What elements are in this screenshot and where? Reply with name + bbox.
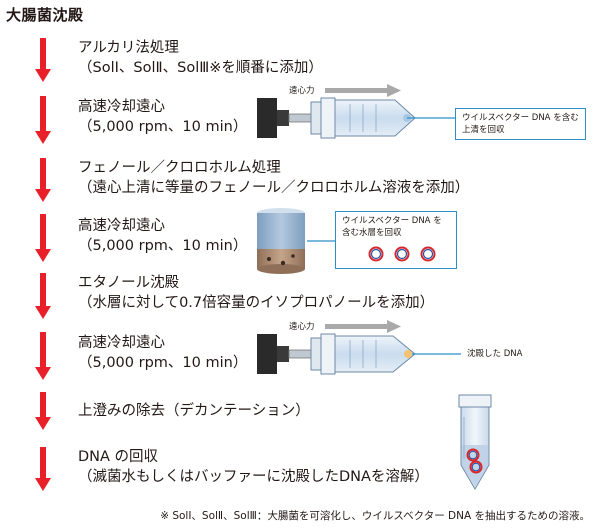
step-dna-recovery-detail: （滅菌水もしくはバッファーに沈殿したDNAを溶解）	[78, 469, 429, 485]
step-phenol: フェノール／クロロホルム処理 （遠心上清に等量のフェノール／クロロホルム溶液を添…	[78, 158, 469, 198]
centrifuge-pellet-icon	[257, 320, 461, 375]
step-phenol-title: フェノール／クロロホルム処理	[78, 160, 281, 176]
step-dna-recovery: DNA の回収 （滅菌水もしくはバッファーに沈殿したDNAを溶解）	[78, 447, 429, 487]
centrifuge-tube-icon	[257, 84, 455, 139]
step-centrifuge-1-detail: （5,000 rpm、10 min）	[78, 119, 248, 135]
centrifuge-illustration-2: 遠心力 沈殿した DNA	[255, 318, 585, 388]
callout-supernatant-line1: ウイルスベクター DNA を含む	[462, 113, 579, 123]
centrifuge-illustration-1: 遠心力 ウイルスベクター DNA を含む 上清を回収	[255, 82, 595, 152]
step-ethanol: エタノール沈殿 （水層に対して0.7倍容量のイソプロパノールを添加）	[78, 273, 434, 313]
flow-arrow-7	[35, 392, 51, 430]
force-label-2: 遠心力	[289, 322, 315, 332]
step-alkaline: アルカリ法処理 （SolⅠ、SolⅡ、SolⅢ※を順番に添加）	[78, 38, 323, 78]
callout-aqueous: ウイルスベクター DNA を 含む水層を回収	[335, 211, 457, 269]
step-alkaline-detail: （SolⅠ、SolⅡ、SolⅢ※を順番に添加）	[78, 60, 323, 76]
step-alkaline-title: アルカリ法処理	[78, 40, 179, 56]
flow-arrow-8	[35, 447, 51, 491]
callout-aqueous-line2: 含む水層を回収	[342, 228, 402, 238]
step-centrifuge-1: 高速冷却遠心 （5,000 rpm、10 min）	[78, 97, 247, 137]
callout-supernatant: ウイルスベクター DNA を含む 上清を回収	[455, 108, 586, 140]
step-decant-title: 上澄みの除去（デカンテーション）	[78, 403, 310, 419]
step-decant: 上澄みの除去（デカンテーション）	[78, 401, 310, 421]
step-centrifuge-2-detail: （5,000 rpm、10 min）	[78, 238, 248, 254]
step-centrifuge-3: 高速冷却遠心 （5,000 rpm、10 min）	[78, 333, 247, 373]
dna-tube-illustration	[455, 393, 495, 493]
callout-aqueous-line1: ウイルスベクター DNA を	[342, 216, 442, 226]
callout-supernatant-line2: 上清を回収	[462, 125, 505, 135]
step-phenol-detail: （遠心上清に等量のフェノール／クロロホルム溶液を添加）	[78, 180, 470, 196]
dna-tube-icon	[458, 394, 492, 490]
flow-arrow-4	[35, 214, 51, 262]
step-centrifuge-3-detail: （5,000 rpm、10 min）	[78, 355, 248, 371]
step-ethanol-title: エタノール沈殿	[78, 275, 180, 291]
footnote: ※ SolⅠ、SolⅡ、SolⅢ：大腸菌を可溶化し、ウイルスベクター DNA を…	[160, 510, 590, 522]
phase-tube-icon	[257, 208, 355, 274]
flow-arrow-1	[35, 38, 51, 82]
flow-arrow-3	[35, 158, 51, 202]
step-dna-recovery-title: DNA の回収	[78, 449, 159, 465]
flow-arrow-5	[35, 273, 51, 319]
flow-arrow-2	[35, 96, 51, 144]
step-centrifuge-2-title: 高速冷却遠心	[78, 218, 165, 234]
force-label-1: 遠心力	[289, 86, 315, 96]
page-title: 大腸菌沈殿	[6, 6, 84, 24]
pellet-label: 沈殿した DNA	[467, 349, 523, 359]
step-centrifuge-3-title: 高速冷却遠心	[78, 335, 165, 351]
step-centrifuge-2: 高速冷却遠心 （5,000 rpm、10 min）	[78, 216, 247, 256]
step-centrifuge-1-title: 高速冷却遠心	[78, 99, 165, 115]
plasmid-icons	[368, 246, 436, 262]
flow-arrow-6	[35, 332, 51, 380]
step-ethanol-detail: （水層に対して0.7倍容量のイソプロパノールを添加）	[78, 295, 435, 311]
phase-tube-illustration: ウイルスベクター DNA を 含む水層を回収	[255, 205, 475, 275]
